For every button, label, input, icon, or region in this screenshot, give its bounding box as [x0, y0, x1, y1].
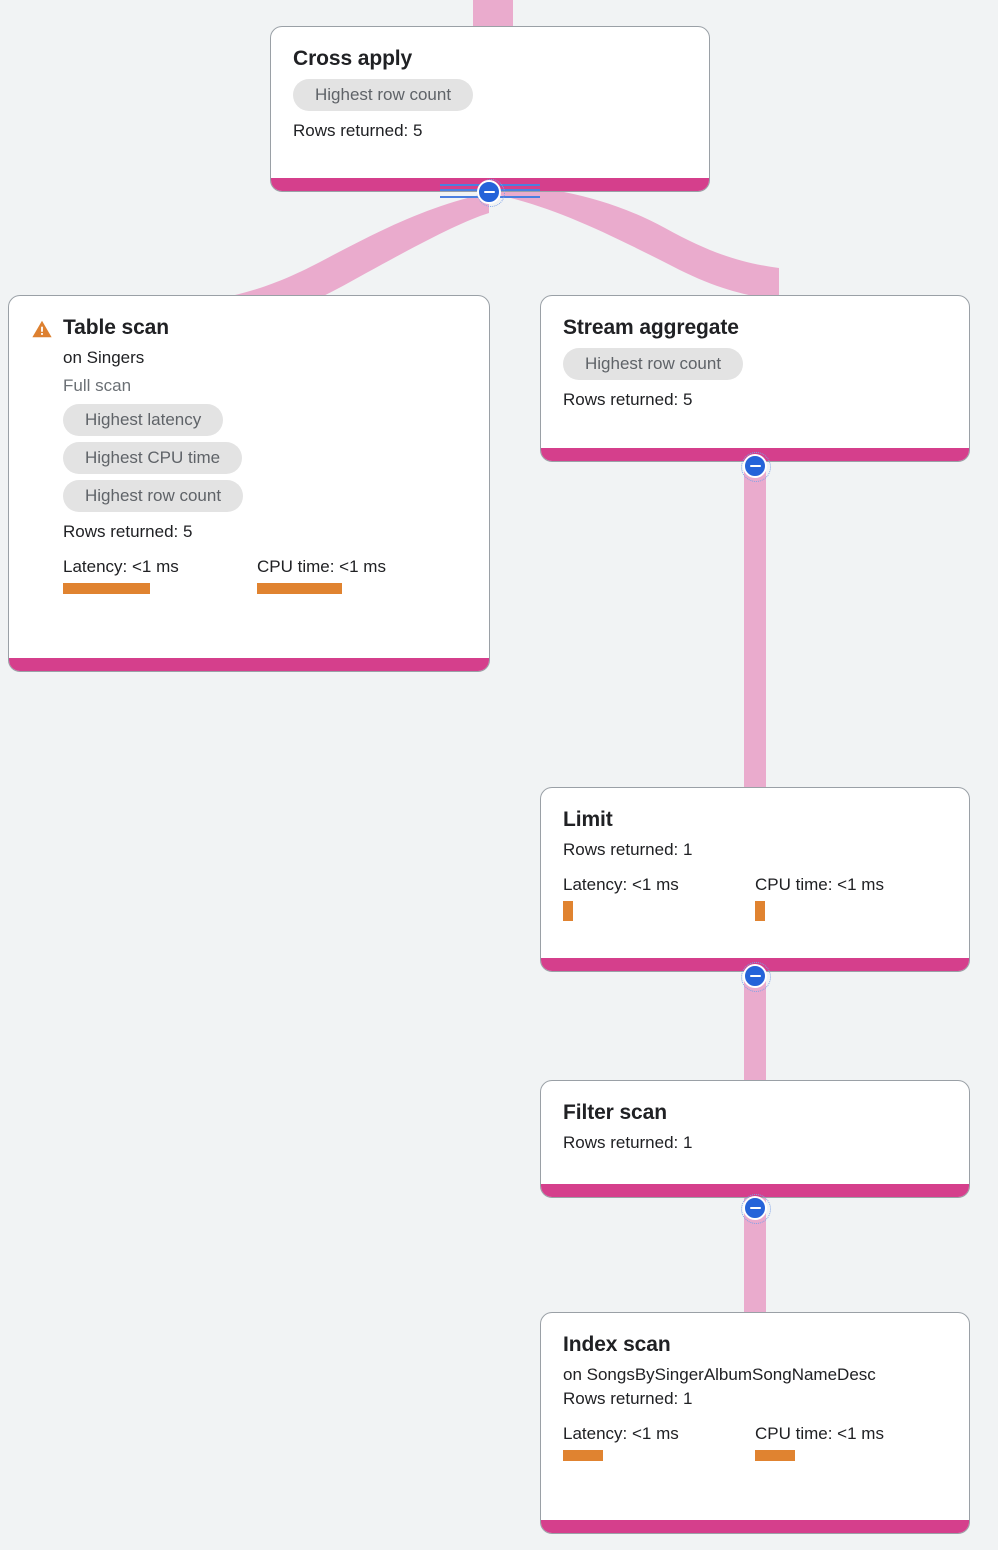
metric-cpu-time: CPU time: <1 ms: [755, 874, 947, 921]
metric-latency-bar: [563, 901, 573, 921]
chip-highest-row-count: Highest row count: [293, 79, 474, 111]
node-table-scan-subtitle: on Singers: [63, 348, 145, 367]
edge-stream-aggregate-to-limit: [744, 462, 766, 792]
chip-highest-cpu-time: Highest CPU time: [63, 442, 243, 474]
node-table-scan[interactable]: Table scan on Singers Full scan Highest …: [8, 295, 490, 672]
node-cross-apply-header: Cross apply: [293, 45, 687, 73]
metric-latency-bar: [63, 583, 150, 594]
node-limit[interactable]: Limit Rows returned: 1 Latency: <1 ms CP…: [540, 787, 970, 972]
node-filter-scan-title: Filter scan: [563, 1101, 667, 1124]
metric-latency: Latency: <1 ms: [563, 1423, 755, 1461]
node-cross-apply[interactable]: Cross apply Highest row count Rows retur…: [270, 26, 710, 192]
node-stream-aggregate-body: Stream aggregate Highest row count Rows …: [541, 296, 969, 448]
node-cross-apply-title: Cross apply: [293, 47, 413, 70]
metric-latency: Latency: <1 ms: [563, 874, 755, 921]
metric-latency-label: Latency: <1 ms: [563, 875, 679, 894]
node-table-scan-rows-returned: Rows returned: 5: [63, 522, 193, 541]
metric-cpu-time-bar: [755, 1450, 795, 1461]
node-table-scan-accent-bar: [9, 658, 489, 671]
metric-cpu-time: CPU time: <1 ms: [257, 556, 451, 594]
node-filter-scan[interactable]: Filter scan Rows returned: 1: [540, 1080, 970, 1198]
node-stream-aggregate-rows-returned: Rows returned: 5: [563, 390, 693, 409]
metric-cpu-time-label: CPU time: <1 ms: [755, 875, 884, 894]
node-limit-body: Limit Rows returned: 1 Latency: <1 ms CP…: [541, 788, 969, 958]
collapse-toggle-stream-aggregate[interactable]: [743, 454, 767, 478]
metric-latency-bar: [563, 1450, 603, 1461]
metric-cpu-time-bar: [257, 583, 342, 594]
node-stream-aggregate-chips: Highest row count: [563, 348, 947, 380]
node-index-scan-body: Index scan on SongsBySingerAlbumSongName…: [541, 1313, 969, 1520]
node-stream-aggregate[interactable]: Stream aggregate Highest row count Rows …: [540, 295, 970, 462]
node-limit-metrics: Latency: <1 ms CPU time: <1 ms: [563, 874, 947, 921]
metric-cpu-time-label: CPU time: <1 ms: [755, 1424, 884, 1443]
chip-highest-row-count: Highest row count: [63, 480, 244, 512]
metric-cpu-time-label: CPU time: <1 ms: [257, 557, 386, 576]
node-stream-aggregate-title: Stream aggregate: [563, 316, 739, 339]
metric-cpu-time-bar: [755, 901, 765, 921]
collapse-toggle-cross-apply[interactable]: [477, 180, 501, 204]
node-filter-scan-rows-returned: Rows returned: 1: [563, 1133, 693, 1152]
collapse-toggle-filter-scan[interactable]: [743, 1196, 767, 1220]
metric-cpu-time: CPU time: <1 ms: [755, 1423, 947, 1461]
node-table-scan-body: Table scan on Singers Full scan Highest …: [9, 296, 489, 658]
node-index-scan-accent-bar: [541, 1520, 969, 1533]
node-index-scan-subtitle: on SongsBySingerAlbumSongNameDesc: [563, 1365, 876, 1384]
node-cross-apply-body: Cross apply Highest row count Rows retur…: [271, 27, 709, 178]
node-table-scan-scan-type: Full scan: [63, 376, 132, 395]
edge-parent-to-cross-apply: [473, 0, 513, 28]
node-table-scan-metrics: Latency: <1 ms CPU time: <1 ms: [63, 556, 467, 594]
node-index-scan[interactable]: Index scan on SongsBySingerAlbumSongName…: [540, 1312, 970, 1534]
node-limit-rows-returned: Rows returned: 1: [563, 840, 693, 859]
node-table-scan-chips: Highest latency Highest CPU time Highest…: [63, 404, 467, 512]
node-filter-scan-accent-bar: [541, 1184, 969, 1197]
node-filter-scan-body: Filter scan Rows returned: 1: [541, 1081, 969, 1184]
node-table-scan-header: Table scan: [31, 314, 467, 342]
node-table-scan-title: Table scan: [63, 316, 169, 339]
chip-highest-latency: Highest latency: [63, 404, 224, 436]
metric-latency: Latency: <1 ms: [63, 556, 257, 594]
node-cross-apply-rows-returned: Rows returned: 5: [293, 121, 423, 140]
collapse-toggle-limit[interactable]: [743, 964, 767, 988]
metric-latency-label: Latency: <1 ms: [63, 557, 179, 576]
warning-triangle-icon: [31, 318, 53, 340]
node-index-scan-rows-returned: Rows returned: 1: [563, 1389, 693, 1408]
node-index-scan-metrics: Latency: <1 ms CPU time: <1 ms: [563, 1423, 947, 1461]
node-stream-aggregate-header: Stream aggregate: [563, 314, 947, 342]
chip-highest-row-count: Highest row count: [563, 348, 744, 380]
node-index-scan-title: Index scan: [563, 1333, 671, 1356]
metric-latency-label: Latency: <1 ms: [563, 1424, 679, 1443]
node-cross-apply-chips: Highest row count: [293, 79, 687, 111]
node-limit-header: Limit: [563, 806, 947, 834]
node-limit-title: Limit: [563, 808, 613, 831]
node-filter-scan-header: Filter scan: [563, 1099, 947, 1127]
node-index-scan-header: Index scan: [563, 1331, 947, 1359]
